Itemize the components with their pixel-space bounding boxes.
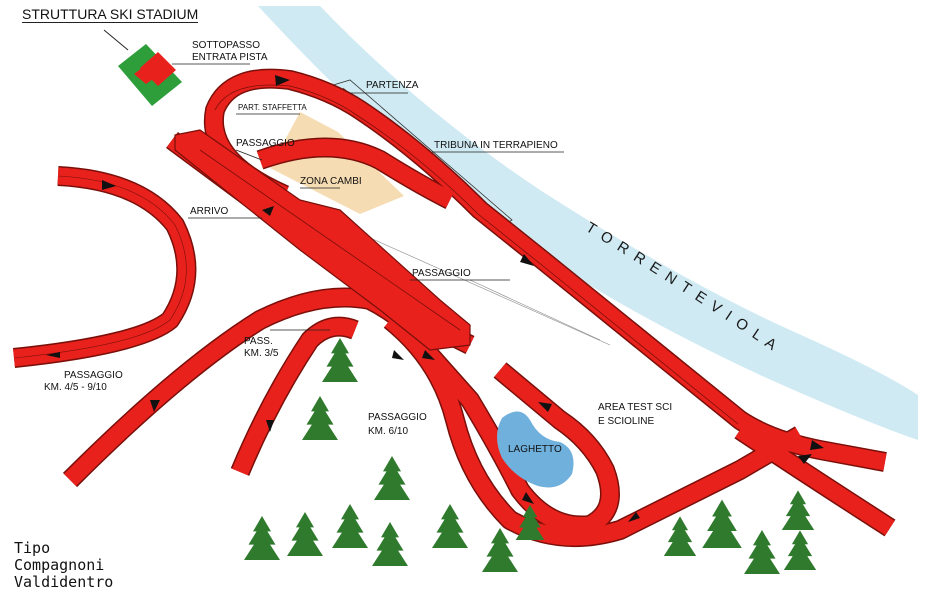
leader-lines [172,63,564,331]
credit-line: Tipo [14,539,51,557]
label-tribuna: TRIBUNA IN TERRAPIENO [434,140,558,151]
label-arrivo: ARRIVO [190,206,229,217]
label-passaggio-km610-line2: KM. 6/10 [368,426,409,437]
ski-stadium-building [103,29,182,106]
label-passaggio-mid: PASSAGGIO [412,268,471,279]
label-passaggio-km45-line2: KM. 4/5 - 9/10 [44,382,107,393]
tree [744,530,780,574]
tree [287,512,323,556]
label-pass-km35-line1: PASS. [244,336,273,347]
tree [332,504,368,548]
direction-arrows [46,75,824,522]
tree [302,396,338,440]
credit-line: Valdidentro [14,573,114,591]
label-zona-cambi: ZONA CAMBI [300,176,362,187]
label-passaggio-km610-line1: PASSAGGIO [368,412,427,423]
label-pass-km35-line2: KM. 3/5 [244,348,279,359]
tree [322,338,358,382]
label-area-test-line1: AREA TEST SCI [598,402,673,413]
credit-block: Tipo Compagnoni Valdidentro [14,540,113,591]
laghetto-lake [497,411,574,488]
label-sottopasso-line1: SOTTOPASSO [192,40,260,51]
label-passaggio-top: PASSAGGIO [236,138,295,149]
credit-line: Compagnoni [14,556,105,574]
tree [781,490,815,530]
track-network [12,68,896,548]
tree [783,530,817,570]
label-passaggio-km45-line1: PASSAGGIO [64,370,123,381]
tree [663,516,697,556]
tree [244,516,280,560]
river-torrente-viola [258,6,918,440]
tree [482,528,518,572]
guide-lines [329,219,611,346]
label-partenza: PARTENZA [366,80,419,91]
tree [702,499,742,548]
tree [515,504,545,540]
label-laghetto: LAGHETTO [508,444,562,455]
page-title: STRUTTURA SKI STADIUM [22,6,199,23]
zona-cambi-area [270,112,404,214]
label-sottopasso-line2: ENTRATA PISTA [192,52,268,63]
tree [374,456,410,500]
label-part-staffetta: PART. STAFFETTA [238,103,307,112]
label-area-test-line2: E SCIOLINE [598,416,655,427]
trees [244,338,817,574]
tree [432,504,468,548]
tree [372,522,408,566]
